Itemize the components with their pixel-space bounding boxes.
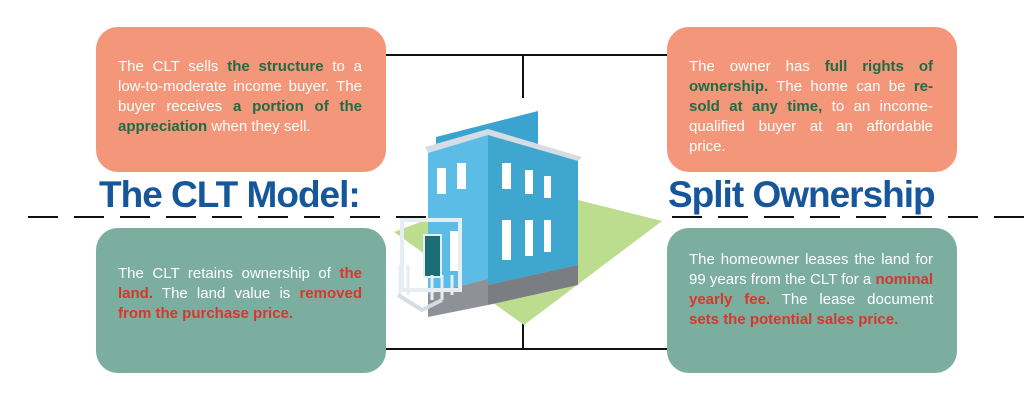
- divider-dash: [396, 216, 426, 218]
- divider-dash: [28, 216, 58, 218]
- emphasis-text: full rights of ownership.: [689, 58, 933, 95]
- body-text: The land value is: [153, 285, 300, 302]
- divider-dash: [120, 216, 150, 218]
- divider-dash: [212, 216, 242, 218]
- land-retention-box: The CLT retains ownership of the land. T…: [96, 228, 386, 373]
- divider-dash: [902, 216, 932, 218]
- body-text: to a low-to-moderate income buyer. The b…: [118, 58, 363, 115]
- body-text: to an income-qualified buyer at an affor…: [689, 98, 933, 155]
- emphasis-text: the land.: [118, 265, 362, 302]
- title-right: Split Ownership: [668, 174, 936, 215]
- divider-dash: [258, 216, 288, 218]
- body-text: The home can be: [768, 78, 914, 95]
- door: [423, 234, 442, 278]
- title-left: The CLT Model:: [99, 174, 361, 215]
- divider-dash: [304, 216, 334, 218]
- body-text: The CLT sells: [118, 58, 228, 75]
- emphasis-text: the structure: [227, 58, 324, 75]
- body-text: The homeowner leases the land for 99 yea…: [689, 251, 933, 288]
- divider-dash: [994, 216, 1024, 218]
- ownership-rights-box: The owner has full rights of ownership. …: [667, 27, 957, 172]
- emphasis-text: a portion of the appreciation: [118, 98, 362, 135]
- divider-dash: [810, 216, 840, 218]
- body-text: The CLT retains ownership of: [118, 265, 340, 282]
- roof: [425, 129, 582, 161]
- bottom-connector-horizontal: [386, 348, 667, 350]
- divider-dash: [74, 216, 104, 218]
- divider-dash: [350, 216, 380, 218]
- emphasis-text: sets the potential sales price.: [689, 311, 899, 328]
- divider-dash: [166, 216, 196, 218]
- top-connector-vertical: [522, 54, 524, 98]
- divider-dash: [672, 216, 702, 218]
- divider-dash: [764, 216, 794, 218]
- divider-dash: [948, 216, 978, 218]
- emphasis-text: removed from the purchase price.: [118, 285, 362, 322]
- divider-dash: [718, 216, 748, 218]
- land-lease-box: The homeowner leases the land for 99 yea…: [667, 228, 957, 373]
- body-text: when they sell.: [207, 118, 311, 135]
- emphasis-text: nominal yearly fee.: [689, 271, 933, 308]
- house-on-land-icon: [394, 111, 662, 325]
- top-connector-horizontal: [386, 54, 667, 56]
- emphasis-text: re-sold at any time,: [689, 78, 933, 115]
- bottom-connector-vertical: [522, 313, 524, 349]
- body-text: The lease document: [770, 291, 934, 308]
- divider-dash: [856, 216, 886, 218]
- body-text: The owner has: [689, 58, 825, 75]
- structure-box: The CLT sells the structure to a low-to-…: [96, 27, 386, 172]
